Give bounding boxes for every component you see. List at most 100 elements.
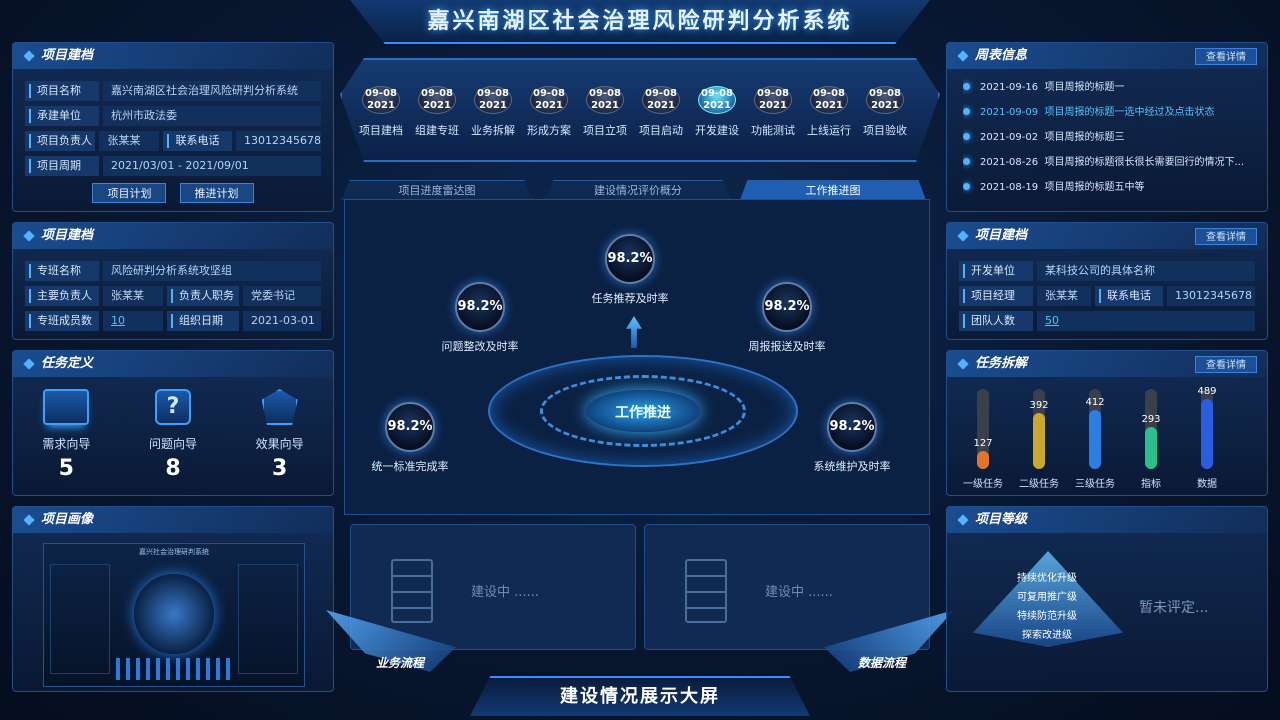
push-plan-button[interactable]: 推进计划 — [179, 183, 254, 203]
panel-header: 项目建档 — [13, 43, 333, 69]
stage-date: 09-08 — [533, 88, 565, 99]
bar-value: 127 — [973, 438, 993, 449]
bar-track: 412 — [1085, 389, 1105, 469]
label: 组织日期 — [167, 311, 239, 331]
task-value: 8 — [165, 456, 181, 481]
stage-name: 项目建档 — [359, 124, 403, 137]
stage-orb-icon — [754, 86, 792, 114]
metric-item: 98.2%统一标准完成率 — [350, 402, 470, 474]
stage-item[interactable]: 09-08 2021 项目建档 — [356, 86, 406, 138]
stage-item[interactable]: 09-08 2021 上线运行 — [804, 86, 854, 138]
team-size-link[interactable]: 50 — [1037, 311, 1255, 331]
thumbnail-right-charts — [238, 564, 298, 674]
label: 项目名称 — [25, 81, 99, 101]
label: 承建单位 — [25, 106, 99, 126]
metric-name: 统一标准完成率 — [371, 460, 449, 473]
building-panel-left: 建设中 ...... — [350, 524, 636, 650]
project-level-panel: 项目等级 持续优化升级 可复用推广级 特续防范升级 探索改进级 暂未评定... — [946, 506, 1268, 692]
stage-date: 09-08 — [701, 88, 733, 99]
stage-date: 09-08 — [589, 88, 621, 99]
building-text: 建设中 ...... — [765, 585, 833, 600]
stage-item[interactable]: 09-08 2021 项目立项 — [580, 86, 630, 138]
label: 项目经理 — [959, 286, 1033, 306]
weekly-item[interactable]: 2021-09-16 项目周报的标题一 — [963, 75, 1267, 100]
stage-orb-icon — [698, 86, 736, 114]
dot-icon — [963, 133, 970, 140]
metric-item: 98.2%问题整改及时率 — [420, 282, 540, 354]
dev-more-button[interactable]: 查看详情 — [1195, 228, 1257, 245]
bar-item: 127 一级任务 — [963, 389, 1003, 490]
stage-orb-icon — [866, 86, 904, 114]
panel-header: 项目建档查看详情 — [947, 223, 1267, 249]
weekly-date: 2021-08-19 — [980, 182, 1039, 193]
label: 团队人数 — [959, 311, 1033, 331]
task-item[interactable]: ? 问题向导 8 — [133, 389, 213, 481]
stage-item[interactable]: 09-08 2021 组建专班 — [412, 86, 462, 138]
metric-name: 系统维护及时率 — [813, 460, 891, 473]
bar-fill — [1033, 413, 1045, 469]
footer-bar — [470, 676, 810, 716]
stage-item[interactable]: 09-08 2021 项目验收 — [860, 86, 910, 138]
thumbnail-title: 嘉兴社会治理研判系统 — [139, 548, 209, 556]
stage-item[interactable]: 09-08 2021 项目启动 — [636, 86, 686, 138]
data-flow-button[interactable]: 数据流程 — [857, 656, 906, 670]
stage-item[interactable]: 09-08 2021 形成方案 — [524, 86, 574, 138]
stage-date: 09-08 — [365, 88, 397, 99]
stage-year: 2021 — [479, 100, 507, 111]
stage-year: 2021 — [703, 100, 731, 111]
project-plan-button[interactable]: 项目计划 — [92, 183, 167, 203]
stage-orb-icon — [810, 86, 848, 114]
level-item: 特续防范升级 — [1017, 611, 1077, 622]
award-icon — [261, 389, 298, 425]
label: 主要负责人 — [25, 286, 99, 306]
bar-label: 一级任务 — [963, 479, 1003, 490]
bar-label: 三级任务 — [1075, 479, 1115, 490]
stage-item[interactable]: 09-08 2021 业务拆解 — [468, 86, 518, 138]
dev-phone: 13012345678 — [1167, 286, 1255, 306]
team-role: 党委书记 — [243, 286, 321, 306]
split-more-button[interactable]: 查看详情 — [1195, 356, 1257, 373]
panel-header: 任务拆解查看详情 — [947, 351, 1267, 377]
tab-work-progress[interactable]: 工作推进图 — [740, 180, 926, 200]
bar-label: 指标 — [1141, 479, 1161, 490]
metric-item: 98.2%任务推荐及时率 — [570, 234, 690, 306]
label: 项目周期 — [25, 156, 99, 176]
project-name: 嘉兴南湖区社会治理风险研判分析系统 — [103, 81, 321, 101]
portrait-thumbnail[interactable]: 嘉兴社会治理研判系统 — [43, 543, 305, 687]
task-item[interactable]: 需求向导 5 — [26, 389, 106, 481]
thumbnail-globe — [134, 574, 214, 654]
label: 联系电话 — [1095, 286, 1163, 306]
dev-manager: 张某某 — [1037, 286, 1091, 306]
business-flow-button[interactable]: 业务流程 — [375, 656, 424, 670]
tab-radar[interactable]: 项目进度雷达图 — [342, 180, 532, 200]
tab-evaluation[interactable]: 建设情况评价概分 — [546, 180, 730, 200]
stage-date: 09-08 — [421, 88, 453, 99]
building-panel-right: 建设中 ...... — [644, 524, 930, 650]
stage-name: 开发建设 — [695, 124, 739, 137]
dot-icon — [963, 83, 970, 90]
weekly-item[interactable]: 2021-08-19 项目周报的标题五中等 — [963, 175, 1267, 200]
metric-value: 98.2% — [762, 282, 812, 332]
weekly-item[interactable]: 2021-08-26 项目周报的标题很长很长需要回行的情况下... — [963, 150, 1267, 175]
weekly-text: 项目周报的标题一 — [1044, 82, 1125, 93]
weekly-item[interactable]: 2021-09-02 项目周报的标题三 — [963, 125, 1267, 150]
weekly-more-button[interactable]: 查看详情 — [1195, 48, 1257, 65]
label: 联系电话 — [163, 131, 233, 151]
stage-year: 2021 — [591, 100, 619, 111]
stage-name: 形成方案 — [527, 124, 571, 137]
task-split-panel: 任务拆解查看详情 127 一级任务 392 二级任务 412 三级任务 293 … — [946, 350, 1268, 496]
task-label: 问题向导 — [148, 437, 197, 451]
task-item[interactable]: 效果向导 3 — [240, 389, 320, 481]
builder-unit: 杭州市政法委 — [103, 106, 321, 126]
level-item: 探索改进级 — [1022, 630, 1072, 641]
stage-year: 2021 — [367, 100, 395, 111]
stage-item[interactable]: 09-08 2021 开发建设 — [692, 86, 742, 138]
flow-diagram-icon — [391, 559, 433, 623]
member-count-link[interactable]: 10 — [103, 311, 163, 331]
bar-track: 489 — [1197, 386, 1217, 469]
stage-year: 2021 — [423, 100, 451, 111]
stage-item[interactable]: 09-08 2021 功能测试 — [748, 86, 798, 138]
weekly-item[interactable]: 2021-09-09 项目周报的标题一选中经过及点击状态 — [963, 100, 1267, 125]
stage-orb-icon — [530, 86, 568, 114]
